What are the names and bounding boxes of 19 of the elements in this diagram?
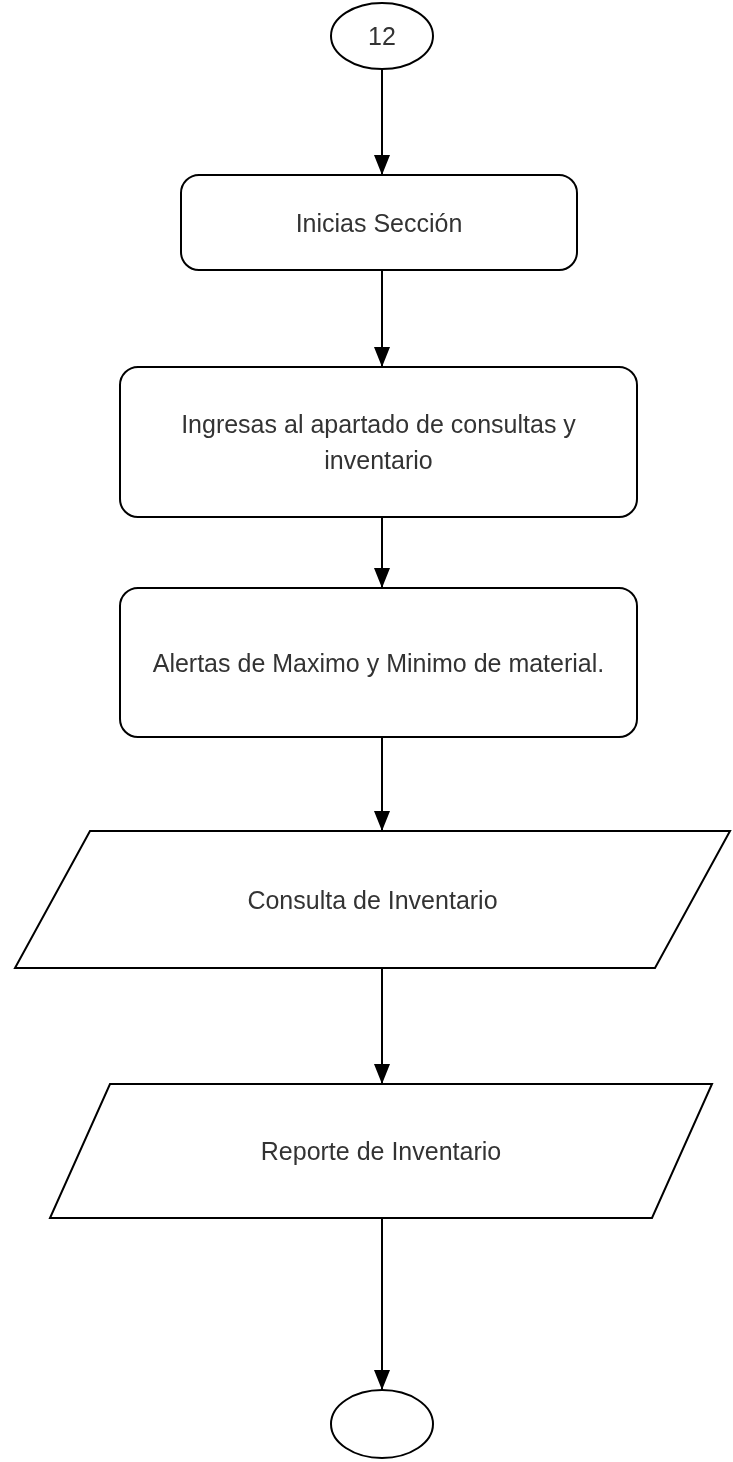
node-label: 12 xyxy=(367,20,397,52)
data-parallelogram xyxy=(50,1084,712,1218)
node-label: Consulta de Inventario xyxy=(246,884,499,916)
terminal-circle xyxy=(331,1390,433,1458)
node-label: Reporte de Inventario xyxy=(259,1135,503,1167)
node-label: Inicias Sección xyxy=(294,207,464,239)
arrow xyxy=(374,736,390,832)
arrow xyxy=(374,269,390,368)
process-box xyxy=(181,175,577,270)
process-box xyxy=(120,367,637,517)
arrow xyxy=(374,967,390,1085)
data-parallelogram xyxy=(15,831,730,968)
arrow xyxy=(374,1217,390,1391)
connector-circle xyxy=(331,3,433,69)
process-box xyxy=(120,588,637,737)
arrow xyxy=(374,516,390,589)
arrow xyxy=(374,68,390,176)
node-label: Alertas de Maximo y Minimo de material. xyxy=(151,647,606,679)
node-label: Ingresas al apartado de consultas y inventario xyxy=(180,408,577,476)
